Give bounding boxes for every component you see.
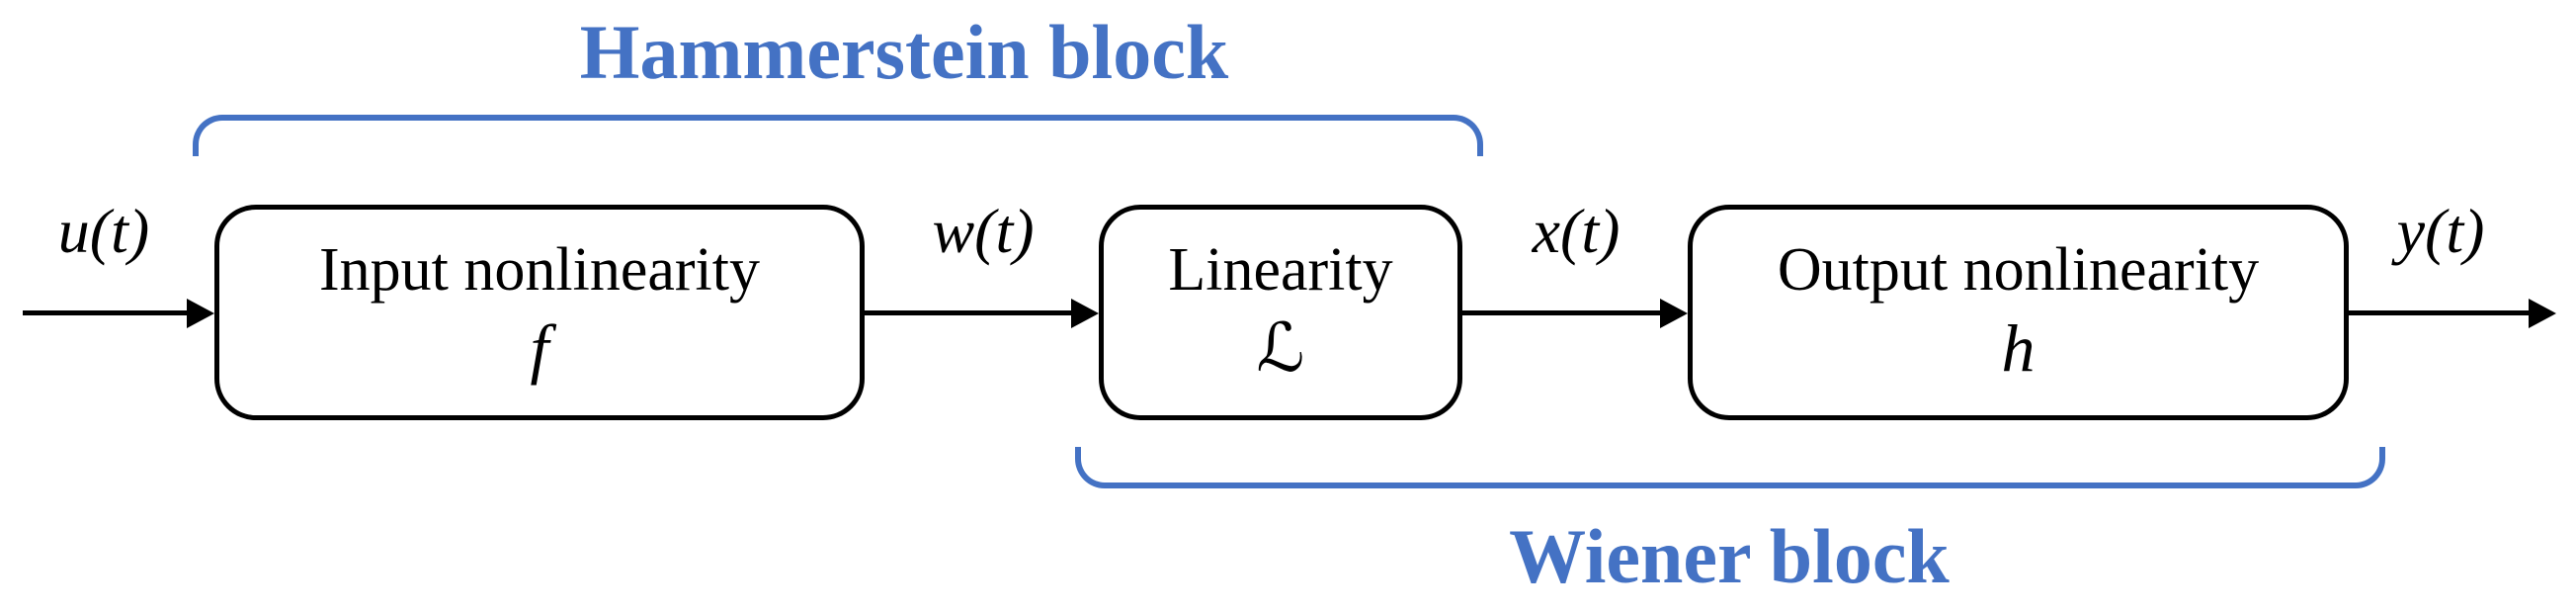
block-linearity: Linearity ℒ xyxy=(1099,205,1462,420)
wiener-block-label: Wiener block xyxy=(1509,513,1950,599)
block-output-nonlinearity-symbol: h xyxy=(2001,310,2036,386)
hammerstein-block-label: Hammerstein block xyxy=(579,9,1229,95)
block-input-nonlinearity: Input nonlinearity f xyxy=(214,205,865,420)
signal-label-x: x(t) xyxy=(1532,196,1620,266)
output-arrow-line xyxy=(2349,310,2533,315)
signal-label-y: y(t) xyxy=(2396,196,2485,266)
linearity-to-h-arrow-line xyxy=(1462,310,1666,315)
block-linearity-symbol: ℒ xyxy=(1256,310,1305,386)
hammerstein-brace xyxy=(193,115,1483,156)
block-output-nonlinearity-label: Output nonlinearity xyxy=(1777,236,2260,304)
wiener-brace xyxy=(1075,447,2385,488)
f-to-linearity-arrowhead-icon xyxy=(1071,299,1099,328)
f-to-linearity-arrow-line xyxy=(864,310,1077,315)
output-arrowhead-icon xyxy=(2529,299,2556,328)
input-arrow-line xyxy=(23,310,193,315)
block-linearity-label: Linearity xyxy=(1168,236,1393,304)
linearity-to-h-arrowhead-icon xyxy=(1660,299,1688,328)
block-output-nonlinearity: Output nonlinearity h xyxy=(1688,205,2349,420)
signal-label-w: w(t) xyxy=(932,196,1035,266)
input-arrowhead-icon xyxy=(187,299,214,328)
block-input-nonlinearity-label: Input nonlinearity xyxy=(319,236,760,304)
signal-label-u: u(t) xyxy=(57,196,150,266)
block-input-nonlinearity-symbol: f xyxy=(530,310,549,386)
